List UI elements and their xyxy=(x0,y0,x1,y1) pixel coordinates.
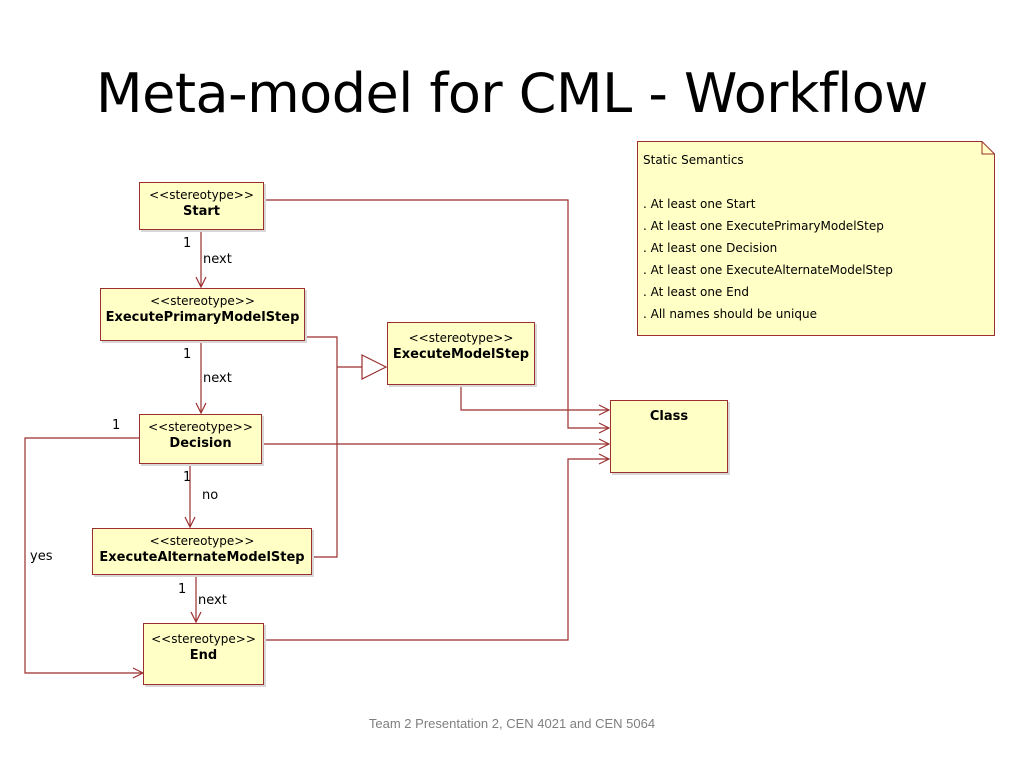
stereotype-label: <<stereotype>> xyxy=(149,534,255,548)
no-label: no xyxy=(202,488,219,503)
slide-title: Meta-model for CML - Workflow xyxy=(96,62,928,125)
box-name: Class xyxy=(649,409,689,424)
edge-primary-generalization xyxy=(305,336,338,367)
stereotype-label: <<stereotype>> xyxy=(408,331,514,345)
note-item: . At least one ExecuteAlternateModelStep xyxy=(643,263,893,277)
static-semantics-note: Static Semantics . At least one Start . … xyxy=(637,141,995,336)
edge-end-class xyxy=(264,459,609,641)
edge-alternate-generalization xyxy=(312,367,338,558)
note-list: . At least one Start . At least one Exec… xyxy=(643,193,893,325)
decision-no-multiplicity-label: 1 xyxy=(183,470,192,485)
decision-yes-multiplicity-label: 1 xyxy=(112,418,121,433)
stereotype-label: <<stereotype>> xyxy=(148,420,253,434)
note-item: . At least one ExecutePrimaryModelStep xyxy=(643,219,884,233)
box-name: ExecutePrimaryModelStep xyxy=(105,310,300,325)
generalization-triangle xyxy=(361,354,388,380)
box-name: Start xyxy=(183,204,220,219)
note-shape xyxy=(637,141,995,336)
class-box: Class xyxy=(610,400,728,473)
yes-label: yes xyxy=(30,549,53,564)
execute-model-step-box: <<stereotype>> ExecuteModelStep xyxy=(387,322,535,385)
edge-decision-end-yes xyxy=(24,437,143,673)
note-title: Static Semantics xyxy=(643,153,744,167)
alternate-multiplicity-label: 1 xyxy=(178,582,187,597)
end-box: <<stereotype>> End xyxy=(143,623,264,685)
slide-footer: Team 2 Presentation 2, CEN 4021 and CEN … xyxy=(368,716,656,731)
note-item: . At least one Decision xyxy=(643,241,778,255)
start-multiplicity-label: 1 xyxy=(183,236,192,251)
execute-primary-model-step-box: <<stereotype>> ExecutePrimaryModelStep xyxy=(100,288,305,341)
start-box: <<stereotype>> Start xyxy=(139,182,264,230)
note-item: . At least one Start xyxy=(643,197,756,211)
box-name: ExecuteAlternateModelStep xyxy=(99,550,305,565)
stereotype-label: <<stereotype>> xyxy=(150,294,255,308)
edge-model-class xyxy=(460,385,609,410)
stereotype-label: <<stereotype>> xyxy=(149,188,254,202)
edge-start-class xyxy=(264,199,609,428)
stereotype-label: <<stereotype>> xyxy=(151,632,256,646)
primary-next-label: next xyxy=(203,371,232,386)
note-item: . All names should be unique xyxy=(643,307,817,321)
box-name: End xyxy=(189,648,218,663)
alternate-next-label: next xyxy=(198,593,227,608)
box-name: Decision xyxy=(169,436,232,451)
decision-box: <<stereotype>> Decision xyxy=(139,414,262,464)
box-name: ExecuteModelStep xyxy=(392,347,530,362)
primary-multiplicity-label: 1 xyxy=(183,347,192,362)
note-item: . At least one End xyxy=(643,285,749,299)
execute-alternate-model-step-box: <<stereotype>> ExecuteAlternateModelStep xyxy=(92,528,312,575)
start-next-label: next xyxy=(203,252,232,267)
